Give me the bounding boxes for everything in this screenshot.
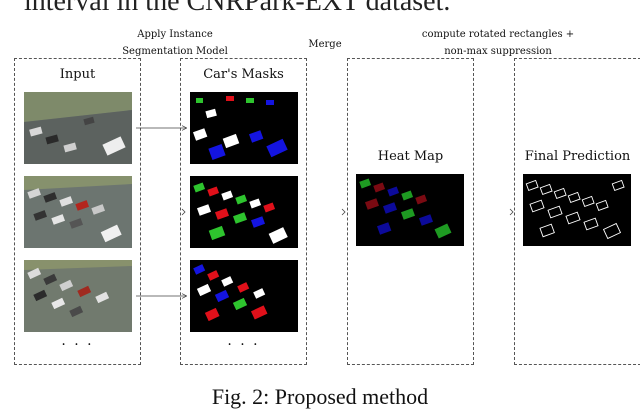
arrow-merge-tick — [341, 208, 346, 216]
mask-image-1 — [190, 92, 298, 164]
input-ellipsis: · · · — [61, 337, 94, 353]
rotated-rect-line-1: compute rotated rectangles + — [421, 29, 575, 40]
final-panel: Final Prediction — [514, 58, 640, 365]
input-photo-1 — [24, 92, 132, 164]
parking-photo-icon — [24, 92, 132, 164]
car-mask-icon — [190, 92, 298, 164]
arrow-mask-2-tick — [181, 208, 186, 216]
heatmap-panel-title: Heat Map — [377, 149, 444, 164]
input-photo-2 — [24, 176, 132, 248]
parking-photo-icon — [24, 260, 132, 332]
heatmap-image — [356, 174, 464, 246]
masks-panel-title: Car's Masks — [203, 67, 284, 82]
rotated-rect-label: compute rotated rectangles + non-max sup… — [398, 26, 598, 60]
final-prediction-image — [523, 174, 631, 246]
input-panel-title: Input — [59, 67, 96, 82]
header-partial-text: interval in the CNRPark-EXT dataset. — [24, 0, 451, 17]
masks-ellipsis: · · · — [227, 337, 260, 353]
input-panel: Input · · · — [14, 58, 141, 365]
apply-model-label: Apply Instance Segmentation Model — [100, 26, 250, 60]
apply-model-line-1: Apply Instance — [137, 29, 213, 40]
figure-caption: Fig. 2: Proposed method — [211, 384, 429, 409]
car-mask-icon — [190, 260, 298, 332]
arrow-final-tick — [509, 208, 514, 216]
parking-photo-icon — [24, 176, 132, 248]
mask-image-3 — [190, 260, 298, 332]
final-panel-title: Final Prediction — [524, 149, 631, 164]
rotated-rect-line-2: non-max suppression — [444, 46, 552, 57]
rotated-rectangles-icon — [523, 174, 631, 246]
heatmap-icon — [356, 174, 464, 246]
heatmap-panel: Heat Map — [347, 58, 474, 365]
apply-model-line-2: Segmentation Model — [122, 46, 228, 57]
merge-label: Merge — [308, 39, 342, 50]
masks-panel: Car's Masks · · · — [180, 58, 307, 365]
mask-image-2 — [190, 176, 298, 248]
car-mask-icon — [190, 176, 298, 248]
input-photo-3 — [24, 260, 132, 332]
